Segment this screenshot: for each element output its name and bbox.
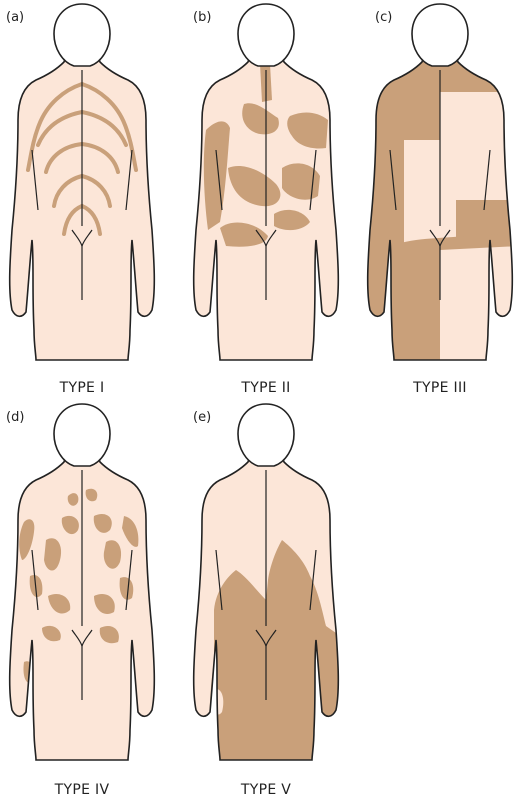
- panel-caption: TYPE II: [186, 380, 346, 396]
- head-outline: [238, 404, 294, 466]
- panel-caption: TYPE IV: [2, 782, 162, 798]
- body-figure-type-3: [360, 0, 516, 360]
- body-figure-type-2: [186, 0, 346, 360]
- head-outline: [54, 404, 110, 466]
- panel-caption: TYPE I: [2, 380, 162, 396]
- head-outline: [238, 4, 294, 66]
- body-figure-type-4: [2, 400, 162, 760]
- body-figure-type-1: [2, 0, 162, 360]
- body-figure-type-5: [186, 400, 346, 760]
- head-outline: [54, 4, 110, 66]
- panel-caption: TYPE III: [360, 380, 516, 396]
- head-outline: [412, 4, 468, 66]
- panel-caption: TYPE V: [186, 782, 346, 798]
